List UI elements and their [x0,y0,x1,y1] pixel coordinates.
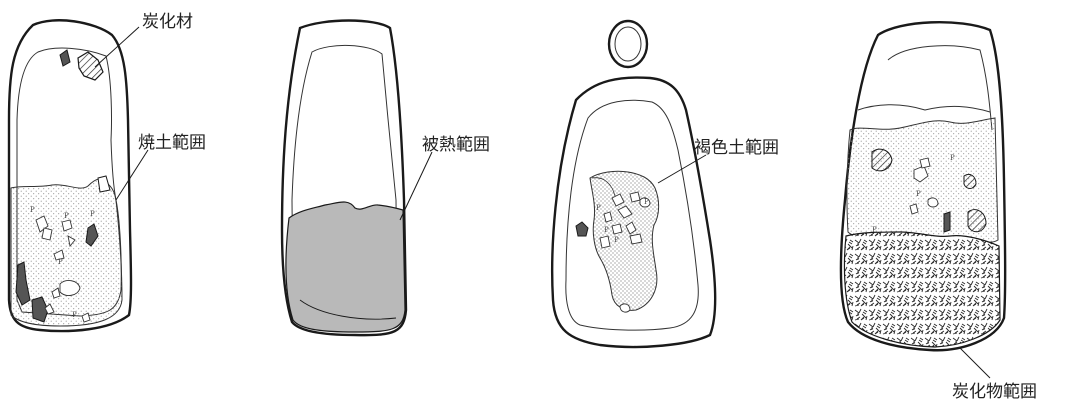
leader-line-charcoal-material [94,26,140,68]
charcoal-piece [77,51,104,81]
point-marker: P [604,226,609,234]
pit-4-inner-edge [887,45,993,131]
burnt-soil-area [10,178,123,327]
point-marker: P [30,206,35,214]
leader-line-brown-soil [657,154,707,184]
label-brown-soil-area: 褐色土範囲 [694,138,779,158]
charcoal-piece [97,175,111,193]
point-marker: P [916,190,921,198]
charcoal-piece [31,296,49,323]
charcoal-piece [85,223,99,247]
artifact-group [599,191,651,313]
pit-plan-2: 被熱範囲 [280,19,490,337]
charcoal-piece [15,261,31,306]
label-charcoal-area: 炭化物範囲 [952,382,1037,402]
pit-plan-3: P P P P 褐色土範囲 [551,19,779,349]
p-markers: P P P P [596,198,649,244]
point-marker: P [64,212,69,220]
p-markers: P P P [872,154,955,234]
leader-line-heated [399,151,433,221]
pit-plan-4: P P P 炭化物範囲 [839,21,1037,402]
point-marker: P [90,210,95,218]
pit-3-inner-edge [565,99,699,331]
point-marker: P [58,258,63,266]
p-markers: P P P P P [30,206,95,319]
label-heated-area: 被熱範囲 [422,135,490,155]
charcoal-piece [59,49,71,67]
charcoal-pieces [871,148,987,233]
point-marker: P [950,154,955,162]
artifact-group [909,157,939,215]
leader-line-charcoal-area [959,347,991,379]
pit-plan-1: P P P P P 炭化材 焼土範囲 [7,12,206,333]
point-marker: P [644,198,649,206]
point-marker: P [72,311,77,319]
charcoal-area [843,231,1001,348]
point-marker: P [596,204,601,212]
point-marker: P [872,226,877,234]
point-marker: P [614,236,619,244]
pit-4-terrace-line [857,104,991,113]
leader-line-burnt-soil [115,149,149,201]
label-charcoal-material: 炭化材 [142,12,193,32]
charcoal-piece [575,221,589,237]
label-burnt-soil-area: 焼土範囲 [138,133,206,153]
heated-area [285,201,406,333]
artifact-group [35,215,91,323]
